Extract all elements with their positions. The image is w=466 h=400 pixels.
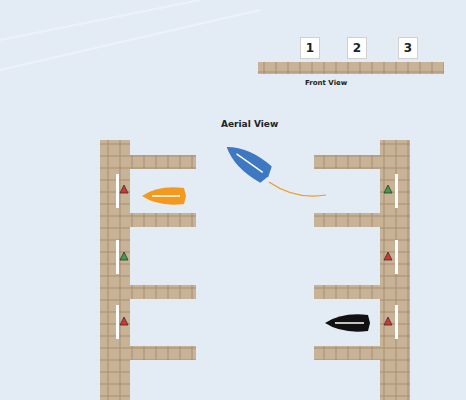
tow-line: [269, 182, 326, 196]
front-view-dock: [258, 62, 444, 74]
view-label: Front View: [305, 79, 347, 87]
black-boat: [325, 314, 370, 331]
light-streaks: [0, 0, 260, 70]
number-box: 2: [347, 37, 367, 59]
number-box: 1: [300, 37, 320, 59]
callout-number: 1: [306, 41, 314, 55]
navigation-lights: [120, 185, 392, 325]
blue-boat: [221, 138, 275, 185]
left-dock: [100, 140, 196, 400]
number-box: 3: [398, 37, 418, 59]
view-label: Aerial View: [221, 119, 278, 129]
callout-number: 2: [353, 41, 361, 55]
dock-poles: [116, 174, 398, 339]
orange-boat: [142, 187, 186, 204]
callout-number: 3: [404, 41, 412, 55]
right-dock: [314, 140, 410, 400]
